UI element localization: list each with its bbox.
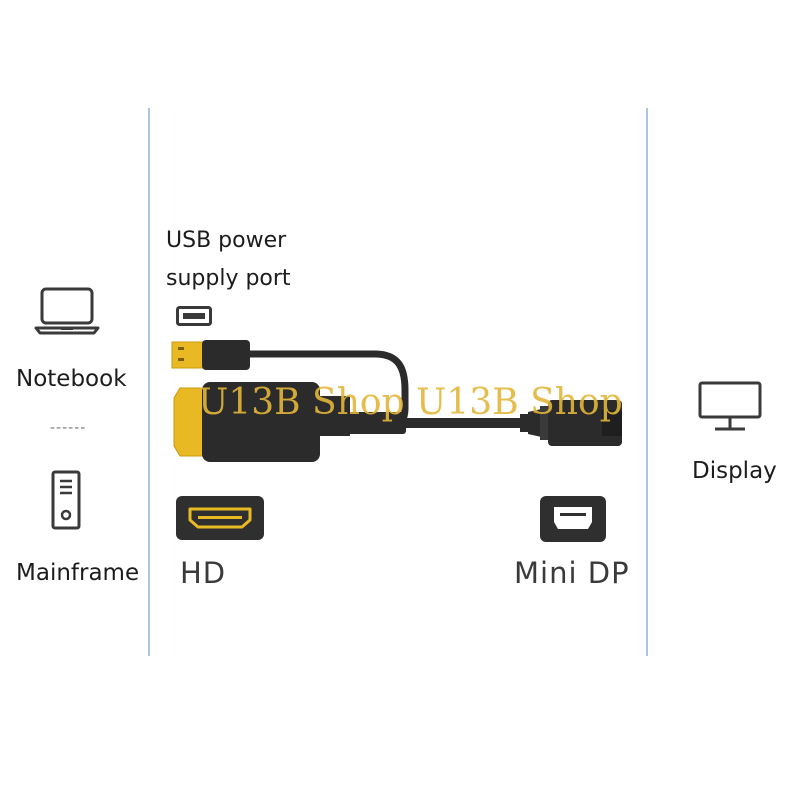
separator: ------	[50, 420, 87, 436]
laptop-icon	[34, 287, 100, 335]
mainframe-label: Mainframe	[16, 560, 140, 586]
usb-plug-body	[202, 340, 250, 370]
hd-label: HD	[180, 556, 227, 590]
minidp-label: Mini DP	[514, 556, 630, 590]
usb-plug-tip	[171, 341, 205, 369]
hdmi-port-icon	[176, 496, 264, 540]
right-divider	[646, 108, 648, 656]
usb-power-label-line1: USB power	[166, 228, 287, 253]
notebook-label: Notebook	[16, 366, 127, 392]
usb-a-port-icon	[176, 306, 212, 326]
display-label: Display	[692, 458, 777, 484]
hdmi-plug-body	[202, 382, 320, 462]
usb-power-label-line2: supply port	[166, 266, 291, 291]
left-divider	[148, 108, 150, 656]
mini-displayport-icon	[540, 496, 606, 542]
adapter-cable-drawing	[171, 340, 622, 462]
watermark-text: U13B Shop U13B Shop	[198, 382, 623, 423]
desktop-tower-icon	[51, 470, 81, 530]
monitor-icon	[698, 381, 762, 431]
